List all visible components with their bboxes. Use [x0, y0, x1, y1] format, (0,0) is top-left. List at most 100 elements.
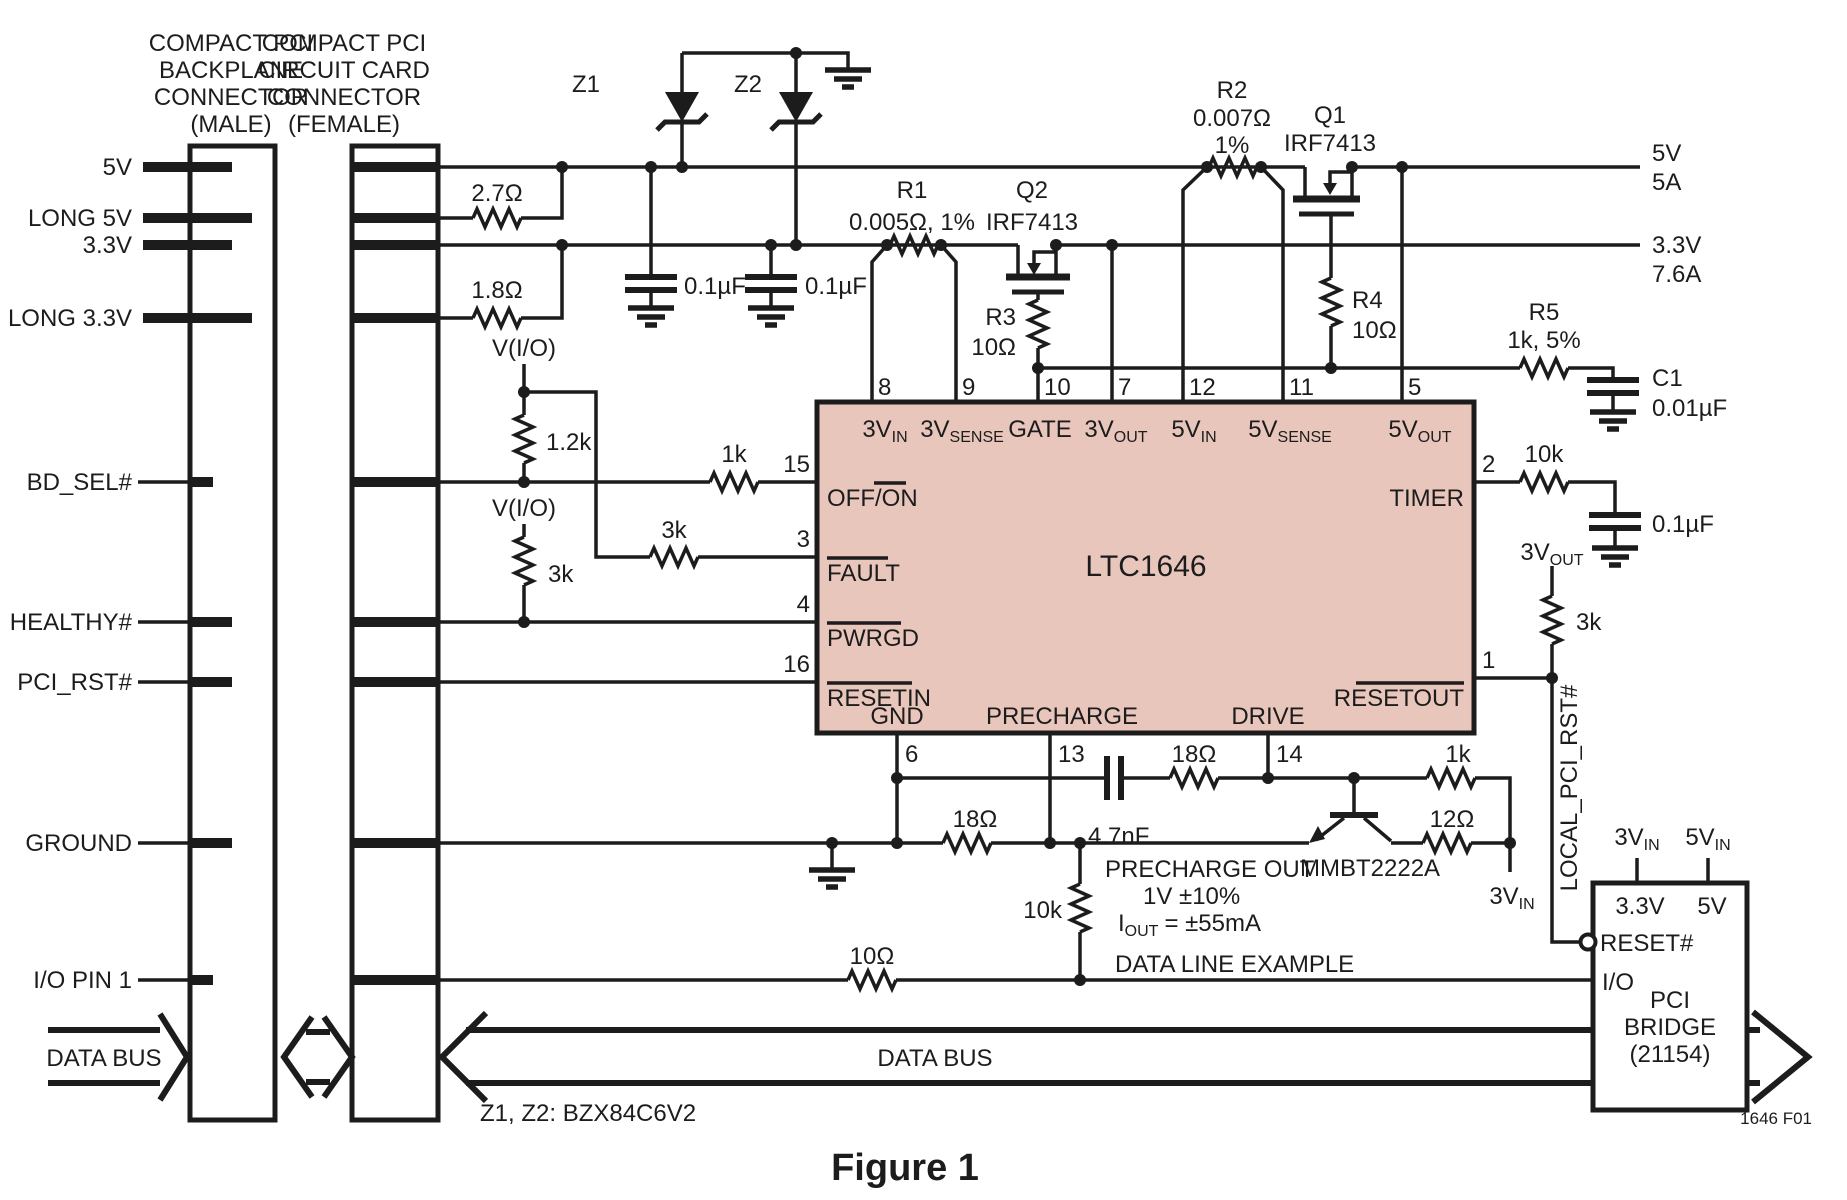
bridge-title-3: (21154)	[1630, 1041, 1711, 1068]
flag-3vout: 3VOUT	[1520, 539, 1583, 569]
q2-mosfet	[1006, 263, 1070, 295]
doc-code: 1646 F01	[1740, 1109, 1812, 1128]
male-header-line: CONNECTOR	[154, 84, 308, 111]
male-header-line: (MALE)	[190, 111, 271, 138]
bridge-io-pin: I/O	[1602, 969, 1634, 996]
pin-num-6: 6	[905, 741, 918, 768]
cap-0_1uf-3v	[745, 277, 797, 290]
resistor-18ohm-gnd	[941, 832, 993, 854]
cap-3v-label: 0.1µF	[805, 273, 867, 300]
cap-c1	[1587, 380, 1639, 393]
pin-num-9: 9	[962, 374, 975, 401]
cap-0_1uf-timer	[1589, 515, 1641, 528]
vio-flag-2: V(I/O)	[492, 495, 556, 522]
vio-flags: V(I/O) 1.2k 3k 1k V(I/O) 3k	[492, 335, 748, 588]
pin-label-precharge: PRECHARGE	[986, 703, 1138, 730]
r1-value: 0.005Ω, 1%	[849, 209, 975, 236]
pin-num-4: 4	[797, 591, 810, 618]
pin-label-5vout: 5VOUT	[1388, 416, 1451, 446]
pin-label-fault: FAULT	[827, 560, 900, 587]
output-3v3: 3.3V	[1652, 232, 1701, 259]
resistor-3k-resetout	[1541, 594, 1563, 646]
backplane-connector-male	[138, 143, 278, 1123]
ground-symbol	[748, 308, 794, 325]
pin-num-13: 13	[1058, 741, 1085, 768]
r-1k-offon-label: 1k	[721, 441, 747, 468]
q3-label: MMBT2222A	[1300, 855, 1440, 882]
pin-num-14: 14	[1276, 741, 1303, 768]
q1-mosfet	[1293, 183, 1360, 217]
cap-5v-label: 0.1µF	[684, 273, 746, 300]
component-labels: Z1 Z2 2.7Ω 1.8Ω 0.1µF 0.1µF R1 0.005Ω, 1…	[471, 71, 1727, 422]
pin-num-15: 15	[783, 451, 810, 478]
q2-value: IRF7413	[986, 209, 1078, 236]
pin-label-drive: DRIVE	[1231, 703, 1304, 730]
pin-num-16: 16	[783, 651, 810, 678]
resistor-1k-offon	[708, 471, 760, 493]
right-side-labels: 5V 5A 3.3V 7.6A 10k 0.1µF 3VOUT 3k LOCAL…	[1520, 140, 1713, 891]
r-18-drive-label: 18Ω	[1172, 741, 1217, 768]
r-3k-healthy-label: 3k	[548, 561, 574, 588]
signal-label-ground: GROUND	[25, 830, 132, 857]
resistor-3k-fault	[648, 546, 700, 568]
signal-label-iopin1: I/O PIN 1	[33, 967, 132, 994]
local-pci-rst-label: LOCAL_PCI_RST#	[1556, 684, 1583, 891]
chip-name: LTC1646	[1085, 550, 1206, 583]
data-bus-left-label: DATA BUS	[46, 1045, 161, 1072]
bridge-5vin-label: 5VIN	[1685, 824, 1730, 854]
resistor-2_7ohm	[471, 207, 523, 229]
r2-tol: 1%	[1215, 132, 1250, 159]
reset-bubble-icon	[1578, 932, 1598, 952]
resistor-12ohm	[1421, 832, 1473, 854]
pin-label-timer: TIMER	[1389, 485, 1464, 512]
output-7a6: 7.6A	[1652, 261, 1701, 288]
iout-label: IOUT= ±55mA	[1118, 910, 1261, 940]
pin-num-5: 5	[1408, 374, 1421, 401]
q1-value: IRF7413	[1284, 130, 1376, 157]
r-10k-precharge-label: 10k	[1023, 897, 1063, 924]
backplane-signal-labels: 5V LONG 5V 3.3V LONG 3.3V BD_SEL# HEALTH…	[8, 154, 133, 994]
r-1_2k-label: 1.2k	[546, 429, 592, 456]
data-bus-arrows	[48, 1009, 1813, 1105]
cap-0_1uf-5v	[625, 277, 677, 290]
male-header-line: COMPACT PCI	[149, 30, 313, 57]
bridge-3v3-pin: 3.3V	[1615, 893, 1664, 920]
pin-num-12: 12	[1189, 374, 1216, 401]
ground-symbol	[1592, 548, 1638, 565]
r-2_7-label: 2.7Ω	[471, 180, 522, 207]
precharge-section-labels: 18Ω 4.7nF 18Ω 1k 12Ω MMBT2222A 10k 10Ω P…	[850, 741, 1535, 978]
footer-labels: DATA BUS DATA BUS Z1, Z2: BZX84C6V2 1646…	[46, 1045, 1812, 1189]
r5-name: R5	[1529, 299, 1560, 326]
z1-label: Z1	[572, 71, 600, 98]
pci-bridge-box	[1578, 880, 1750, 1113]
r4-value: 10Ω	[1352, 317, 1397, 344]
c1-name: C1	[1652, 365, 1683, 392]
resistor-1_2k	[513, 413, 535, 465]
ground-symbol	[809, 870, 855, 887]
female-header-line: COMPACT PCI	[262, 30, 426, 57]
bridge-reset-pin: RESET#	[1600, 930, 1694, 957]
female-header-line: CONNECTOR	[267, 84, 421, 111]
precharge-out-label: PRECHARGE OUT	[1105, 856, 1315, 883]
female-header-line: (FEMALE)	[288, 111, 400, 138]
r-1k-drive-label: 1k	[1445, 741, 1471, 768]
r-1_8-label: 1.8Ω	[471, 277, 522, 304]
signal-label-3v3: 3.3V	[83, 232, 132, 259]
output-5v: 5V	[1652, 140, 1681, 167]
r5-value: 1k, 5%	[1507, 327, 1580, 354]
resistor-r3	[1027, 298, 1049, 350]
r-10-data-label: 10Ω	[850, 943, 895, 970]
signal-label-long5v: LONG 5V	[28, 205, 132, 232]
ltc1646-chip: LTC1646	[814, 399, 1477, 736]
r-12-label: 12Ω	[1430, 806, 1475, 833]
pin-label-pwrgd: PWRGD	[827, 625, 919, 652]
female-header-line: CIRCUIT CARD	[258, 57, 430, 84]
chip-pin-texts: 8 9 10 7 12 11 5 3VIN 3VSENSE GATE 3VOUT…	[783, 374, 1495, 768]
resistor-10k-timer	[1518, 471, 1570, 493]
pin-num-7: 7	[1118, 374, 1131, 401]
data-bus-main-label: DATA BUS	[877, 1045, 992, 1072]
r-10k-timer-label: 10k	[1525, 441, 1565, 468]
bridge-title-1: PCI	[1650, 987, 1690, 1014]
